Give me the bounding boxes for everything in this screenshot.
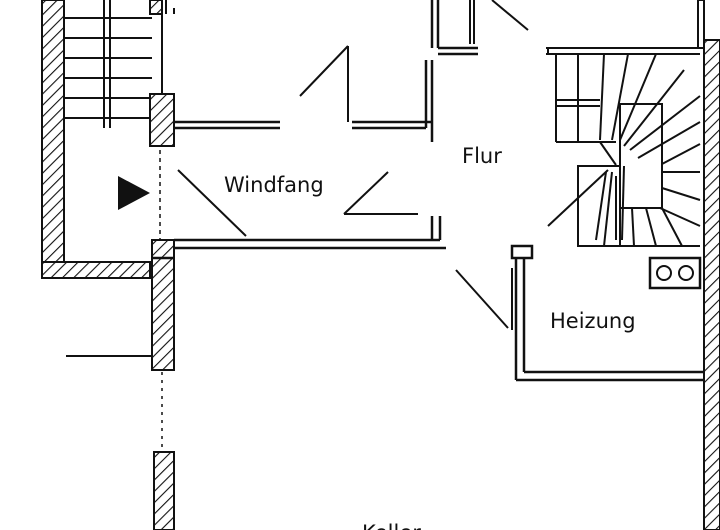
outer-wall-right xyxy=(697,0,720,530)
room-label-keller: Keller xyxy=(362,521,421,530)
outer-wall-left xyxy=(41,0,151,279)
room-label-windfang: Windfang xyxy=(224,173,324,197)
misc-lines xyxy=(66,0,549,357)
boiler-icon xyxy=(656,265,694,281)
room-label-flur: Flur xyxy=(462,144,502,168)
interior-wall-left xyxy=(149,0,175,530)
entrance-arrow-icon xyxy=(118,176,150,210)
stair-winding-right xyxy=(546,47,704,247)
room-label-heizung: Heizung xyxy=(550,309,636,333)
windfang-walls xyxy=(152,0,478,260)
stair-upper-left xyxy=(63,0,152,130)
door-swings xyxy=(177,0,529,330)
heizung-walls xyxy=(510,244,706,382)
